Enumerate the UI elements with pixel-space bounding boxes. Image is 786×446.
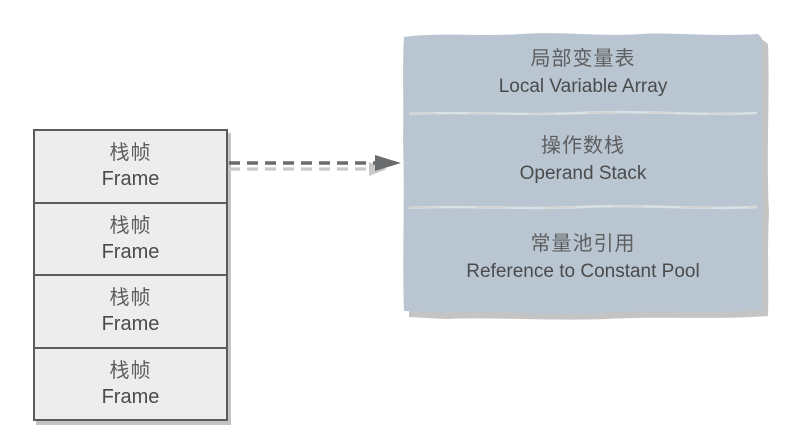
section-local-variable-array: 局部变量表 Local Variable Array <box>403 32 763 114</box>
frame-label-en: Frame <box>101 385 160 408</box>
stack-frame-2: 栈帧 Frame <box>35 201 226 275</box>
frame-label-zh: 栈帧 <box>109 214 152 237</box>
stack-frame-3: 栈帧 Frame <box>35 274 226 347</box>
section-label-en: Operand Stack <box>519 163 647 184</box>
frame-label-zh: 栈帧 <box>109 359 152 382</box>
frame-label-en: Frame <box>101 168 160 191</box>
frame-label-en: Frame <box>101 240 160 263</box>
frame-label-zh: 栈帧 <box>109 287 152 310</box>
stack-frame-1: 栈帧 Frame <box>35 131 226 202</box>
stack-frame-4: 栈帧 Frame <box>35 346 226 420</box>
frame-label-en: Frame <box>101 313 160 336</box>
section-label-en: Local Variable Array <box>498 76 668 97</box>
frame-label-zh: 栈帧 <box>109 142 152 165</box>
section-operand-stack: 操作数栈 Operand Stack <box>403 114 763 206</box>
panel-background <box>403 33 769 320</box>
jvm-stack: 栈帧 Frame 栈帧 Frame 栈帧 Frame 栈帧 Frame <box>33 129 228 421</box>
section-constant-pool-reference: 常量池引用 Reference to Constant Pool <box>403 206 763 310</box>
section-label-zh: 操作数栈 <box>541 135 625 157</box>
section-label-zh: 常量池引用 <box>530 233 636 255</box>
frame-detail-panel: 局部变量表 Local Variable Array 操作数栈 Operand … <box>401 28 771 320</box>
section-label-zh: 局部变量表 <box>530 48 636 70</box>
dashed-arrow-icon <box>229 155 401 176</box>
section-label-en: Reference to Constant Pool <box>466 261 700 282</box>
panel-sections: 局部变量表 Local Variable Array 操作数栈 Operand … <box>403 28 763 316</box>
